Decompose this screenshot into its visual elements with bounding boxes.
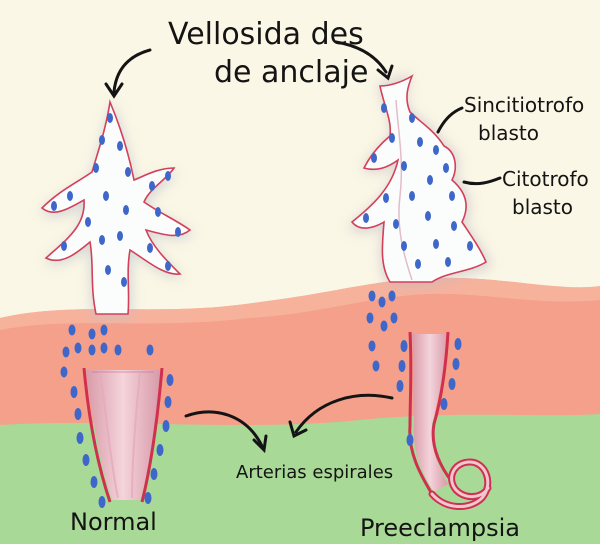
label-spiral-arteries: Arterias espirales [236, 462, 393, 483]
label-normal: Normal [70, 508, 157, 536]
label-cytotrophoblast-line2: blasto [512, 195, 573, 219]
label-syncytiotrophoblast-line2: blasto [478, 121, 539, 145]
label-preeclampsia: Preeclampsia [360, 514, 520, 542]
title-anchoring-villi-line1: Vellosida des [168, 17, 364, 52]
label-cytotrophoblast-line1: Citotrofo [502, 167, 589, 191]
title-anchoring-villi-line2: de anclaje [214, 55, 368, 90]
label-syncytiotrophoblast-line1: Sincitiotrofo [464, 93, 584, 117]
